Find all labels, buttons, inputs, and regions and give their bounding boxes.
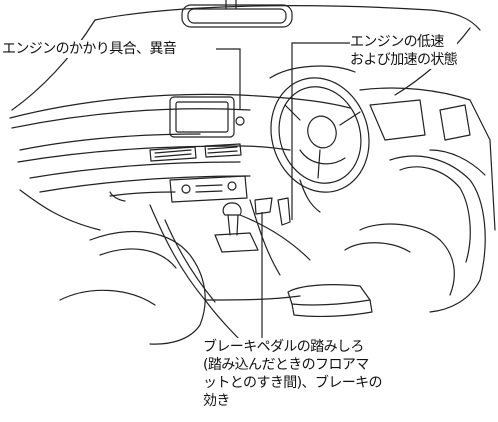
brake-label: ブレーキペダルの踏みしろ (踏み込んだときのフロアマ ットとのすき間)、ブレーキ… (203, 338, 383, 410)
windshield-pillar-left (11, 19, 96, 111)
engine-accel-label-line-2: および加速の状態 (350, 52, 458, 68)
brake-label-line-3: ットとのすき間)、ブレーキの (203, 375, 383, 391)
brake-label-line-1: ブレーキペダルの踏みしろ (203, 339, 364, 355)
brake-label-line-2: (踏み込んだときのフロアマ (203, 357, 369, 373)
driver-seat (344, 155, 486, 313)
roof-line (94, 5, 481, 31)
passenger-seat (59, 230, 206, 345)
rearview-mirror (181, 0, 293, 28)
dashboard-edge (11, 108, 251, 129)
center-tunnel-right (249, 199, 281, 276)
brake-label-line-4: 効き (203, 393, 230, 409)
center-display (169, 96, 245, 138)
gear-shifter (214, 202, 259, 253)
engine-accel-label: エンジンの低速 および加速の状態 (350, 33, 458, 69)
driver-door (359, 87, 496, 231)
leader-engine-sound (216, 48, 241, 110)
air-vents (149, 143, 242, 162)
center-tunnel-left (149, 204, 251, 351)
armrest (287, 284, 371, 306)
engine-sound-label: エンジンのかかり具合、異音 (2, 40, 177, 58)
climate-controls (169, 175, 248, 203)
brake-pedal (254, 197, 291, 226)
steering-wheel (270, 77, 370, 193)
steering-column (299, 179, 321, 213)
dashboard-top (9, 93, 351, 119)
leader-engine-accel (291, 42, 350, 220)
engine-accel-label-line-1: エンジンの低速 (350, 34, 444, 50)
